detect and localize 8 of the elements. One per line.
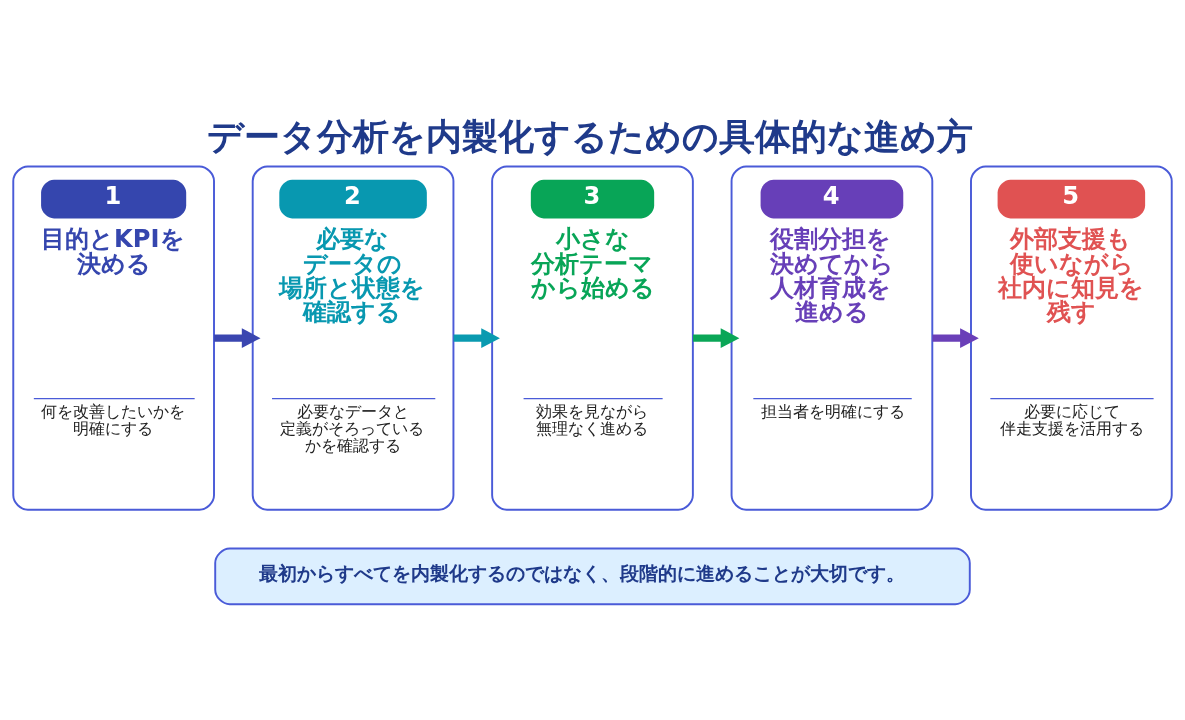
diagram-title: データ分析を内製化するための具体的な進め方 (206, 114, 973, 158)
node-box: 1 目的とKPIを決める 何を改善したいかを明確にする (12, 164, 215, 511)
node-box: 5 外部支援も使いながら社内に知見を残す 必要に応じて伴走支援を活用する (970, 164, 1173, 511)
node-box: 最初からすべてを内製化するのではなく、段階的に進めることが大切です。 (214, 547, 971, 605)
node-box: 4 役割分担を決めてから人材育成を進める 担当者を明確にする (730, 164, 934, 511)
arrow (932, 327, 979, 348)
node-box: 2 必要なデータの場所と状態を確認する 必要なデータと定義がそろっているかを確認する (251, 164, 455, 511)
node-box: 3 小さな分析テーマから始める 効果を見ながら無理なく進める (491, 164, 694, 511)
